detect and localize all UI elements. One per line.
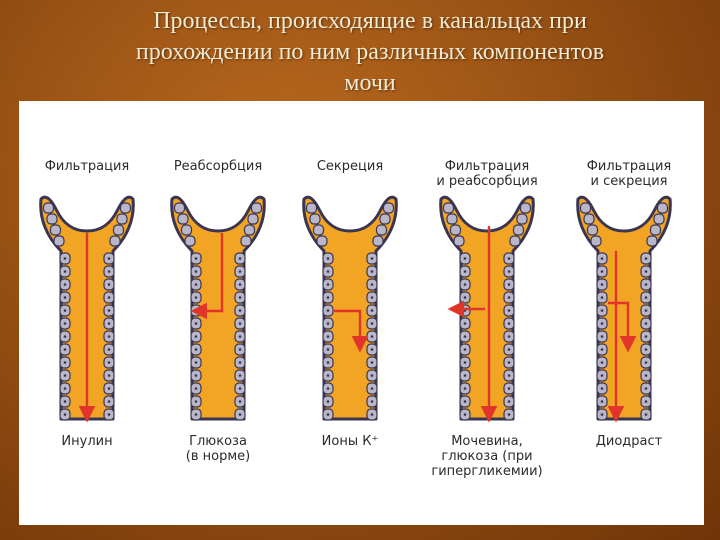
label-secretion: Секреция xyxy=(316,159,384,174)
substance-urea-glucose: Мочевина, глюкоза (при гипергликемии) xyxy=(431,434,543,479)
slide-title-line-1: Процессы, происходящие в канальцах при xyxy=(153,8,587,34)
tubules-illustration xyxy=(39,195,672,423)
substance-inulin: Инулин xyxy=(61,434,113,449)
slide-title-line-3: мочи xyxy=(344,70,396,96)
tubule-4 xyxy=(439,195,535,423)
label-reabsorption: Реабсорбция xyxy=(173,159,263,174)
label-filtration-secretion: Фильтрация и секреция xyxy=(586,159,672,189)
slide-title: Процессы, происходящие в канальцах при п… xyxy=(40,6,700,99)
flow-arrow xyxy=(334,309,369,353)
substance-glucose: Глюкоза (в норме) xyxy=(185,434,251,464)
tubule-3 xyxy=(302,195,398,421)
tubule-5 xyxy=(576,195,672,423)
flow-arrow xyxy=(190,233,224,320)
diagram-panel: Фильтрация Реабсорбция Секреция Фильтрац… xyxy=(19,101,704,525)
label-filtration-reabsorption: Фильтрация и реабсорбция xyxy=(436,159,538,189)
tubule-2 xyxy=(170,195,266,421)
substance-potassium-ions: Ионы К⁺ xyxy=(321,434,379,449)
label-filtration: Фильтрация xyxy=(44,159,130,174)
tubule-1 xyxy=(39,195,135,423)
substance-diodrast: Диодраст xyxy=(595,434,663,449)
flow-arrow xyxy=(608,301,637,353)
slide-title-line-2: прохождении по ним различных компонентов xyxy=(135,39,605,65)
